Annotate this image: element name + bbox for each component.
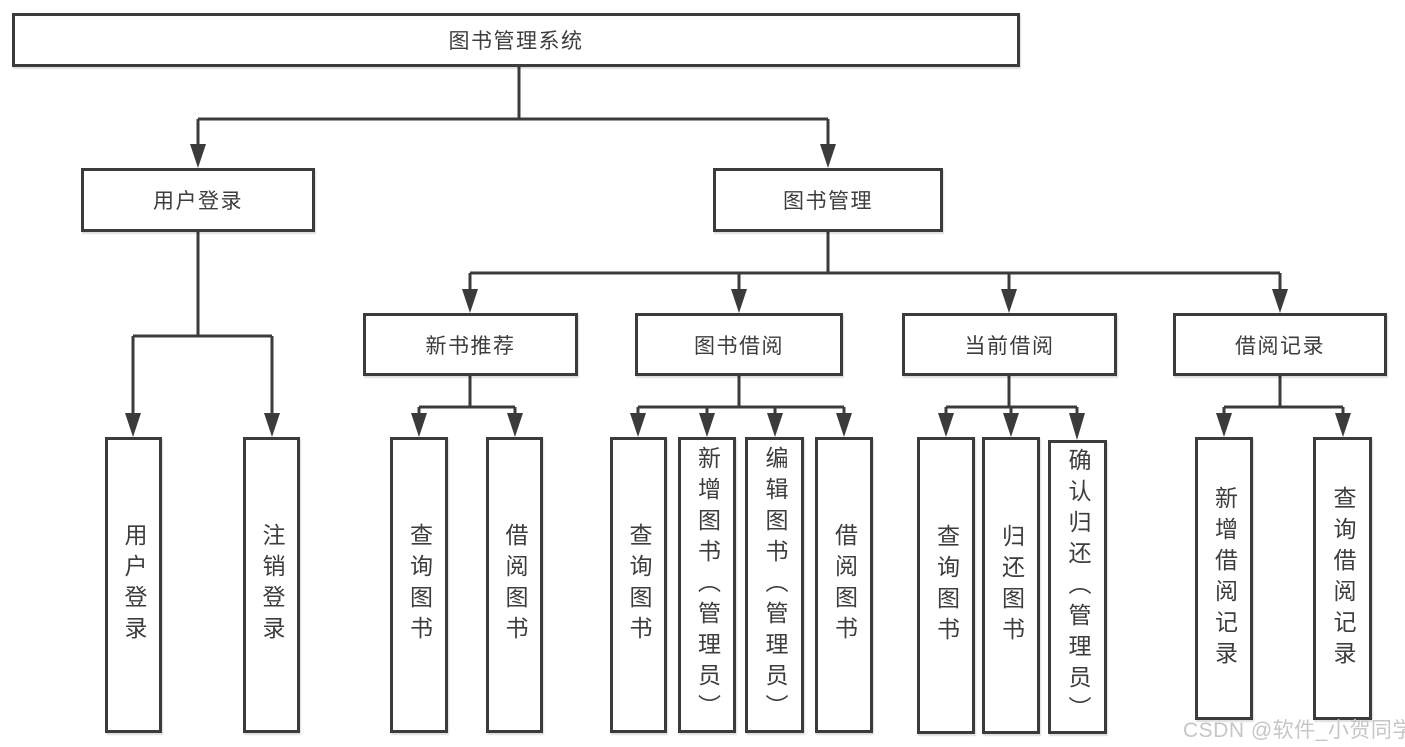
leaf-query-books-3: 查询图书 bbox=[917, 437, 975, 734]
leaf-logout-login: 注销登录 bbox=[243, 437, 300, 733]
connector-new-book bbox=[417, 376, 517, 420]
leaf-borrow-books: 借阅图书 bbox=[486, 437, 543, 733]
arrowhead bbox=[630, 413, 646, 437]
arrowhead bbox=[507, 413, 523, 437]
arrowhead bbox=[699, 413, 715, 437]
arrowhead bbox=[731, 289, 747, 313]
leaf-query-borrow-record: 查询借阅记录 bbox=[1313, 437, 1372, 720]
branch-user-login: 用户登录 bbox=[81, 168, 315, 232]
arrowhead bbox=[190, 144, 206, 168]
arrowhead bbox=[1216, 413, 1232, 437]
leaf-return-books: 归还图书 bbox=[982, 437, 1040, 734]
watermark-text: CSDN @软件_小贺同学 bbox=[1183, 719, 1405, 742]
arrowhead bbox=[1335, 413, 1351, 437]
leaf-add-books-admin: 新增图书（管理员） bbox=[678, 437, 736, 733]
arrowhead bbox=[462, 289, 478, 313]
leaf-add-borrow-record: 新增借阅记录 bbox=[1195, 437, 1253, 720]
arrowhead bbox=[1272, 289, 1288, 313]
connector-book-management bbox=[468, 232, 1282, 296]
arrowhead bbox=[820, 144, 836, 168]
connector-borrow-records bbox=[1222, 376, 1345, 420]
leaf-user-login: 用户登录 bbox=[105, 437, 162, 733]
arrowhead bbox=[1001, 289, 1017, 313]
branch-book-management: 图书管理 bbox=[713, 168, 943, 232]
arrowhead bbox=[1003, 413, 1019, 437]
arrowhead bbox=[411, 413, 427, 437]
root-node: 图书管理系统 bbox=[12, 13, 1020, 67]
node-new-book-recommend: 新书推荐 bbox=[363, 313, 578, 376]
connector-root bbox=[196, 67, 830, 150]
arrowhead bbox=[938, 413, 954, 437]
arrowhead bbox=[1069, 413, 1085, 440]
arrowheads bbox=[125, 144, 1351, 440]
leaf-query-books-2: 查询图书 bbox=[610, 437, 667, 733]
leaf-query-books: 查询图书 bbox=[390, 437, 448, 733]
connector-book-borrow bbox=[636, 376, 846, 420]
arrowhead bbox=[125, 413, 141, 437]
leaf-borrow-books-2: 借阅图书 bbox=[815, 437, 873, 733]
leaf-edit-books-admin: 编辑图书（管理员） bbox=[745, 437, 804, 733]
arrowhead bbox=[836, 413, 852, 437]
leaf-confirm-return-admin: 确认归还（管理员） bbox=[1048, 440, 1107, 734]
connector-user-login bbox=[131, 232, 274, 420]
node-borrow-records: 借阅记录 bbox=[1173, 313, 1387, 376]
node-book-borrow: 图书借阅 bbox=[635, 313, 843, 376]
node-current-borrow: 当前借阅 bbox=[902, 313, 1117, 376]
arrowhead bbox=[767, 413, 783, 437]
arrowhead bbox=[264, 413, 280, 437]
